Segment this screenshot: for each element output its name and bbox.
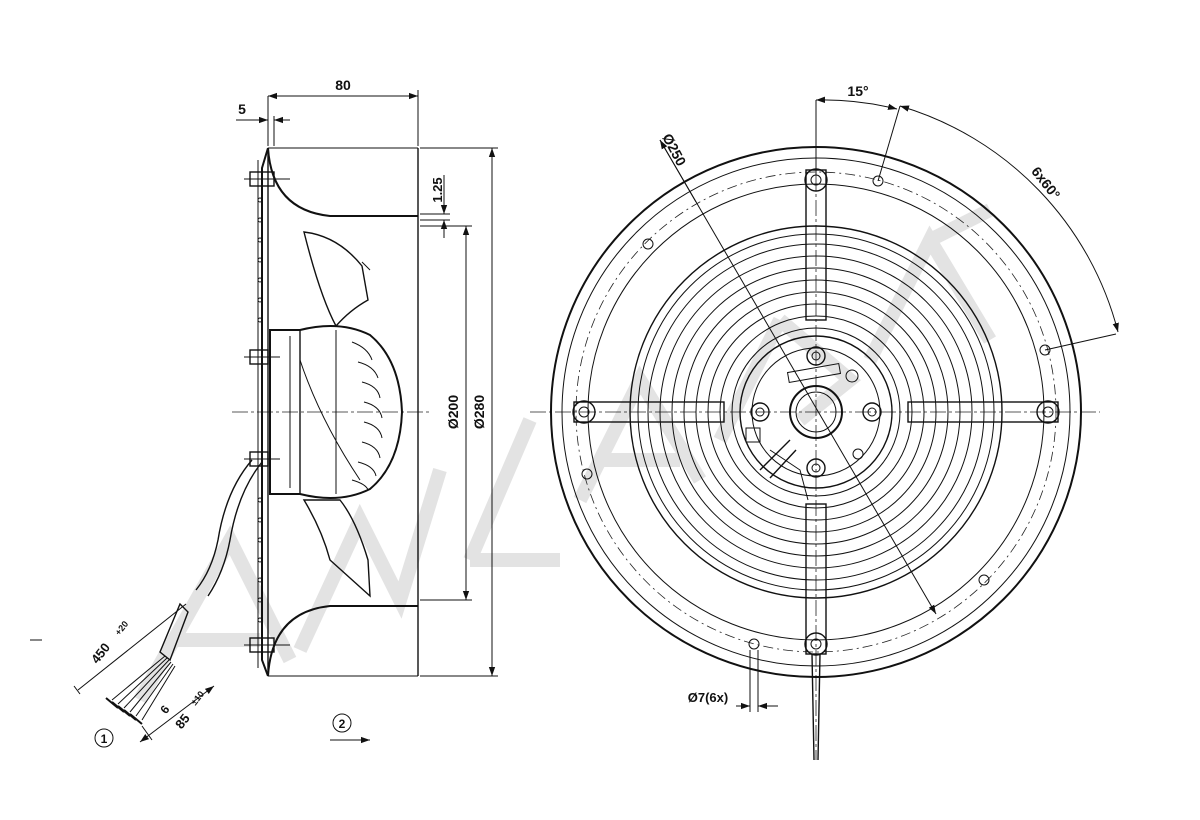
guard-rings <box>647 243 985 581</box>
callout-2-label: 2 <box>339 717 346 731</box>
dim-1-25: 1.25 <box>430 177 445 202</box>
flange-plate <box>261 147 269 677</box>
side-dimensions: 80 5 1.25 Ø200 Ø280 <box>236 77 498 677</box>
inlet-ring-top <box>267 147 418 217</box>
shaft <box>789 385 843 439</box>
dim-d7: Ø7(6x) <box>688 690 728 705</box>
hub-outer <box>739 335 893 489</box>
motor-body <box>269 325 404 499</box>
blade-bottom <box>302 499 371 598</box>
callout-1-label: 1 <box>101 732 108 746</box>
dim-450-tol: +20 <box>113 619 130 637</box>
dim-15deg: 15° <box>847 83 868 99</box>
side-view <box>195 147 432 677</box>
inlet-ring <box>629 225 1003 599</box>
label-plate <box>786 362 842 384</box>
front-dimensions: 15° 6x60° Ø250 Ø7(6x) <box>659 83 1119 712</box>
dim-6x60: 6x60° <box>1028 164 1063 203</box>
dim-6: 6 <box>157 702 172 716</box>
dim-85: 85 <box>172 711 193 732</box>
dim-5: 5 <box>238 101 246 117</box>
dim-d200: Ø200 <box>445 395 461 429</box>
blade-top <box>303 231 369 328</box>
dim-d250: Ø250 <box>659 131 689 169</box>
dim-85-tol: ±10 <box>189 689 206 707</box>
inlet-ring-bottom <box>267 605 418 677</box>
dim-450: 450 <box>88 640 113 666</box>
cable-outer <box>195 459 253 591</box>
flange-ribs <box>257 197 263 623</box>
capacitor <box>759 439 797 479</box>
hub-bolts <box>750 346 882 478</box>
dim-d280: Ø280 <box>471 395 487 429</box>
dim-80: 80 <box>335 77 351 93</box>
callout-2: 2 <box>330 713 370 744</box>
bolt-circle <box>575 171 1057 653</box>
front-cable <box>811 653 821 761</box>
mounting-holes <box>581 175 1051 650</box>
side-bolts <box>244 171 290 653</box>
callout-1: 1 <box>94 728 114 748</box>
